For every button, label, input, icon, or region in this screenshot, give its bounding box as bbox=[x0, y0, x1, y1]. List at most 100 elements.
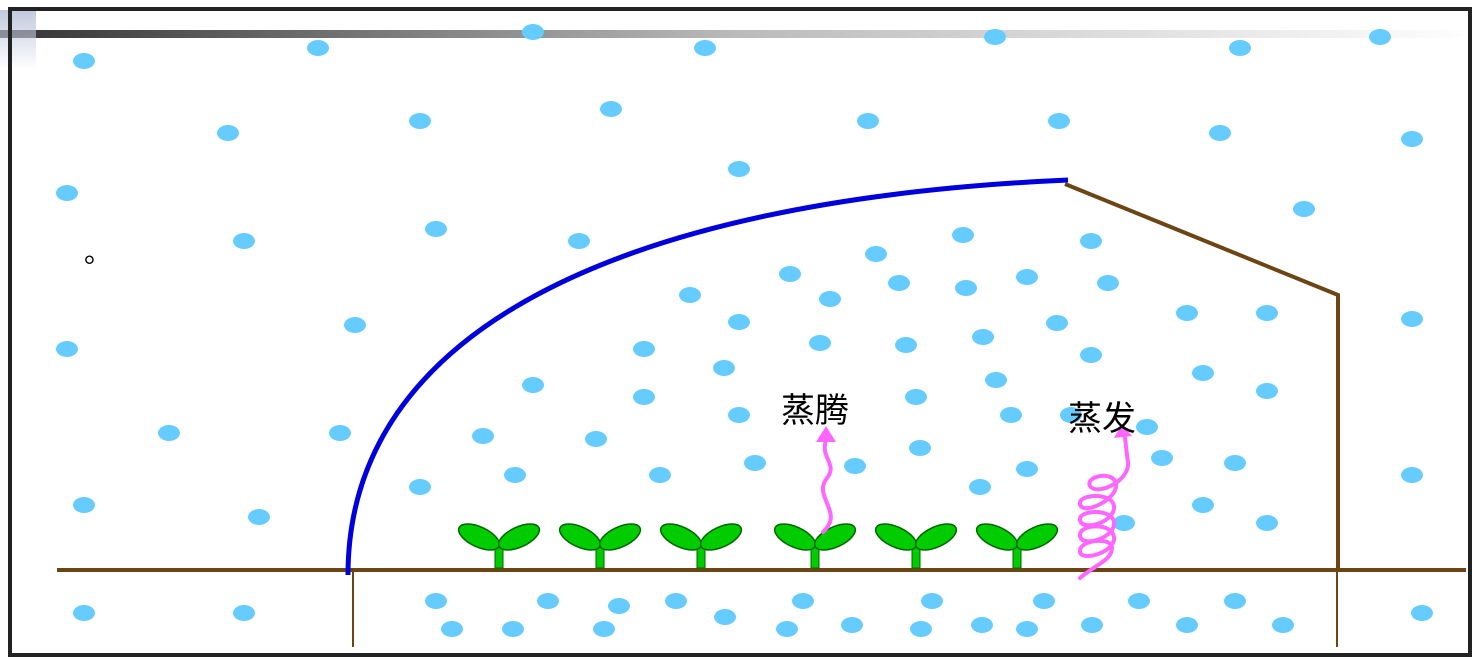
water-droplet-icon bbox=[409, 479, 431, 495]
water-droplet-icon bbox=[969, 479, 991, 495]
water-droplet-icon bbox=[665, 593, 687, 609]
water-droplet-icon bbox=[593, 621, 615, 637]
water-droplet-icon bbox=[329, 425, 351, 441]
water-droplet-icon bbox=[608, 598, 630, 614]
water-droplet-icon bbox=[792, 593, 814, 609]
water-droplet-icon bbox=[713, 360, 735, 376]
water-droplet-icon bbox=[568, 233, 590, 249]
water-droplet-icon bbox=[522, 24, 544, 40]
water-droplet-icon bbox=[1000, 407, 1022, 423]
greenhouse-film bbox=[345, 177, 1069, 576]
water-droplet-icon bbox=[1016, 621, 1038, 637]
water-droplet-icon bbox=[633, 389, 655, 405]
water-droplet-icon bbox=[633, 341, 655, 357]
water-droplet-icon bbox=[905, 389, 927, 405]
water-droplet-icon bbox=[73, 605, 95, 621]
water-droplet-icon bbox=[985, 372, 1007, 388]
seedling-icon bbox=[659, 523, 743, 569]
water-droplet-icon bbox=[694, 40, 716, 56]
water-droplet-icon bbox=[1136, 419, 1158, 435]
water-droplet-icon bbox=[504, 467, 526, 483]
water-droplet-icon bbox=[56, 341, 78, 357]
stray-mark: 。 bbox=[84, 236, 112, 269]
water-droplet-icon bbox=[888, 275, 910, 291]
water-droplet-icon bbox=[502, 621, 524, 637]
water-droplet-icon bbox=[1293, 201, 1315, 217]
water-droplet-icon bbox=[1046, 315, 1068, 331]
spiral-up-arrow-icon bbox=[1078, 424, 1132, 580]
water-droplet-icon bbox=[1192, 365, 1214, 381]
water-droplet-icon bbox=[1401, 311, 1423, 327]
water-droplet-icon bbox=[158, 425, 180, 441]
water-droplet-icon bbox=[1192, 497, 1214, 513]
water-droplet-icon bbox=[1048, 113, 1070, 129]
greenhouse-back-wall bbox=[1064, 182, 1340, 570]
water-droplet-icon bbox=[776, 621, 798, 637]
water-droplet-icon bbox=[895, 337, 917, 353]
water-droplet-icon bbox=[1224, 593, 1246, 609]
seedling-icon bbox=[975, 523, 1059, 569]
water-droplet-icon bbox=[1080, 347, 1102, 363]
water-droplet-icon bbox=[728, 314, 750, 330]
water-droplet-icon bbox=[779, 266, 801, 282]
water-droplet-icon bbox=[1016, 269, 1038, 285]
water-droplet-icon bbox=[865, 246, 887, 262]
water-droplet-icon bbox=[1401, 467, 1423, 483]
water-droplet-icon bbox=[714, 609, 736, 625]
water-droplet-icon bbox=[600, 101, 622, 117]
water-droplet-icon bbox=[1176, 617, 1198, 633]
seedlings-layer bbox=[457, 523, 1059, 569]
water-droplet-icon bbox=[1033, 593, 1055, 609]
evaporation-label: 蒸发 bbox=[1068, 399, 1136, 439]
water-droplet-icon bbox=[233, 233, 255, 249]
water-droplet-icon bbox=[409, 113, 431, 129]
frame-border bbox=[8, 7, 1472, 657]
seedling-icon bbox=[558, 523, 642, 569]
water-droplet-icon bbox=[1113, 515, 1135, 531]
water-droplet-icon bbox=[921, 593, 943, 609]
water-droplet-icon bbox=[955, 280, 977, 296]
water-droplet-icon bbox=[844, 458, 866, 474]
water-droplet-icon bbox=[971, 617, 993, 633]
water-droplet-icon bbox=[952, 227, 974, 243]
water-droplet-icon bbox=[1256, 383, 1278, 399]
top-decoration-bar bbox=[0, 30, 1478, 38]
water-droplet-icon bbox=[841, 617, 863, 633]
water-droplet-icon bbox=[649, 467, 671, 483]
water-droplet-icon bbox=[972, 329, 994, 345]
water-droplet-icon bbox=[537, 593, 559, 609]
water-droplet-icon bbox=[809, 335, 831, 351]
wavy-up-arrow-icon bbox=[816, 426, 836, 534]
water-droplet-icon bbox=[1401, 131, 1423, 147]
water-droplet-icon bbox=[1209, 125, 1231, 141]
droplets-layer bbox=[56, 24, 1433, 637]
water-droplet-icon bbox=[1081, 617, 1103, 633]
water-droplet-icon bbox=[910, 621, 932, 637]
water-droplet-icon bbox=[307, 40, 329, 56]
seedling-icon bbox=[457, 523, 541, 569]
water-droplet-icon bbox=[1256, 305, 1278, 321]
water-droplet-icon bbox=[1256, 515, 1278, 531]
water-droplet-icon bbox=[73, 53, 95, 69]
water-droplet-icon bbox=[1272, 617, 1294, 633]
water-droplet-icon bbox=[1128, 593, 1150, 609]
water-droplet-icon bbox=[728, 161, 750, 177]
water-droplet-icon bbox=[1411, 605, 1433, 621]
water-droplet-icon bbox=[522, 377, 544, 393]
water-droplet-icon bbox=[984, 29, 1006, 45]
seedling-icon bbox=[773, 523, 857, 569]
water-droplet-icon bbox=[248, 509, 270, 525]
water-droplet-icon bbox=[1176, 305, 1198, 321]
water-droplet-icon bbox=[441, 621, 463, 637]
water-droplet-icon bbox=[217, 125, 239, 141]
transpiration-label: 蒸腾 bbox=[781, 391, 849, 431]
water-droplet-icon bbox=[233, 605, 255, 621]
water-droplet-icon bbox=[819, 291, 841, 307]
water-droplet-icon bbox=[472, 428, 494, 444]
water-droplet-icon bbox=[344, 317, 366, 333]
water-droplet-icon bbox=[1224, 455, 1246, 471]
water-droplet-icon bbox=[1060, 407, 1082, 423]
water-droplet-icon bbox=[909, 440, 931, 456]
water-droplet-icon bbox=[1016, 461, 1038, 477]
